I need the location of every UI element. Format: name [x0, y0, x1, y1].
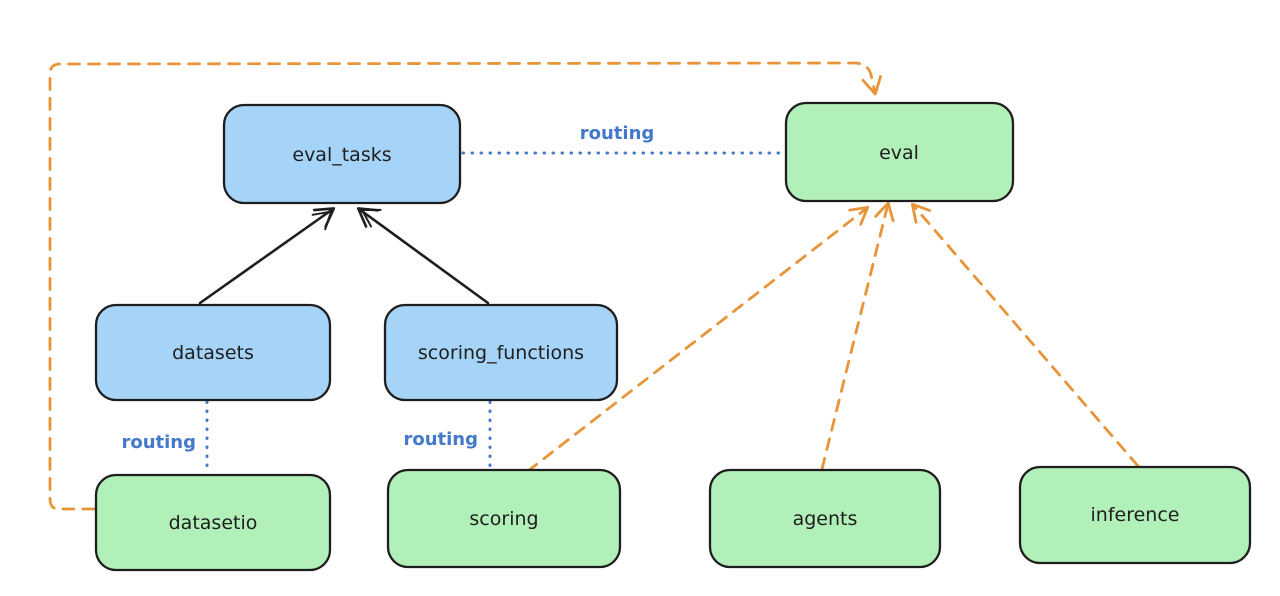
node-datasets: datasets — [94, 303, 332, 402]
node-scoring-functions-label: scoring_functions — [418, 342, 584, 364]
node-eval-tasks-label: eval_tasks — [292, 144, 391, 166]
node-agents-label: agents — [793, 508, 858, 530]
node-datasets-label: datasets — [172, 342, 254, 364]
node-eval-label: eval — [879, 142, 919, 164]
node-agents: agents — [708, 468, 942, 569]
edge-scoring-functions-to-eval-tasks-arrow — [356, 207, 490, 305]
node-datasetio-label: datasetio — [169, 512, 258, 534]
node-eval-tasks: eval_tasks — [222, 103, 462, 205]
node-scoring-functions: scoring_functions — [383, 303, 619, 402]
edge-datasetio-to-eval-arrow — [48, 61, 882, 511]
edge-agents-to-eval-arrow — [820, 201, 895, 471]
routing-label-scoring-functions-scoring: routing — [403, 429, 478, 450]
node-eval: eval — [784, 101, 1015, 203]
node-scoring: scoring — [386, 468, 622, 569]
node-inference: inference — [1018, 465, 1252, 565]
node-inference-label: inference — [1091, 504, 1180, 526]
edge-scoring-to-eval-arrow — [526, 205, 870, 473]
edge-datasets-to-eval-tasks-arrow — [198, 207, 336, 305]
routing-label-eval-tasks-eval: routing — [580, 123, 655, 144]
routing-label-datasets-datasetio: routing — [121, 432, 196, 453]
node-datasetio: datasetio — [94, 473, 332, 572]
edge-inference-to-eval-arrow — [910, 202, 1140, 468]
node-scoring-label: scoring — [469, 508, 538, 530]
